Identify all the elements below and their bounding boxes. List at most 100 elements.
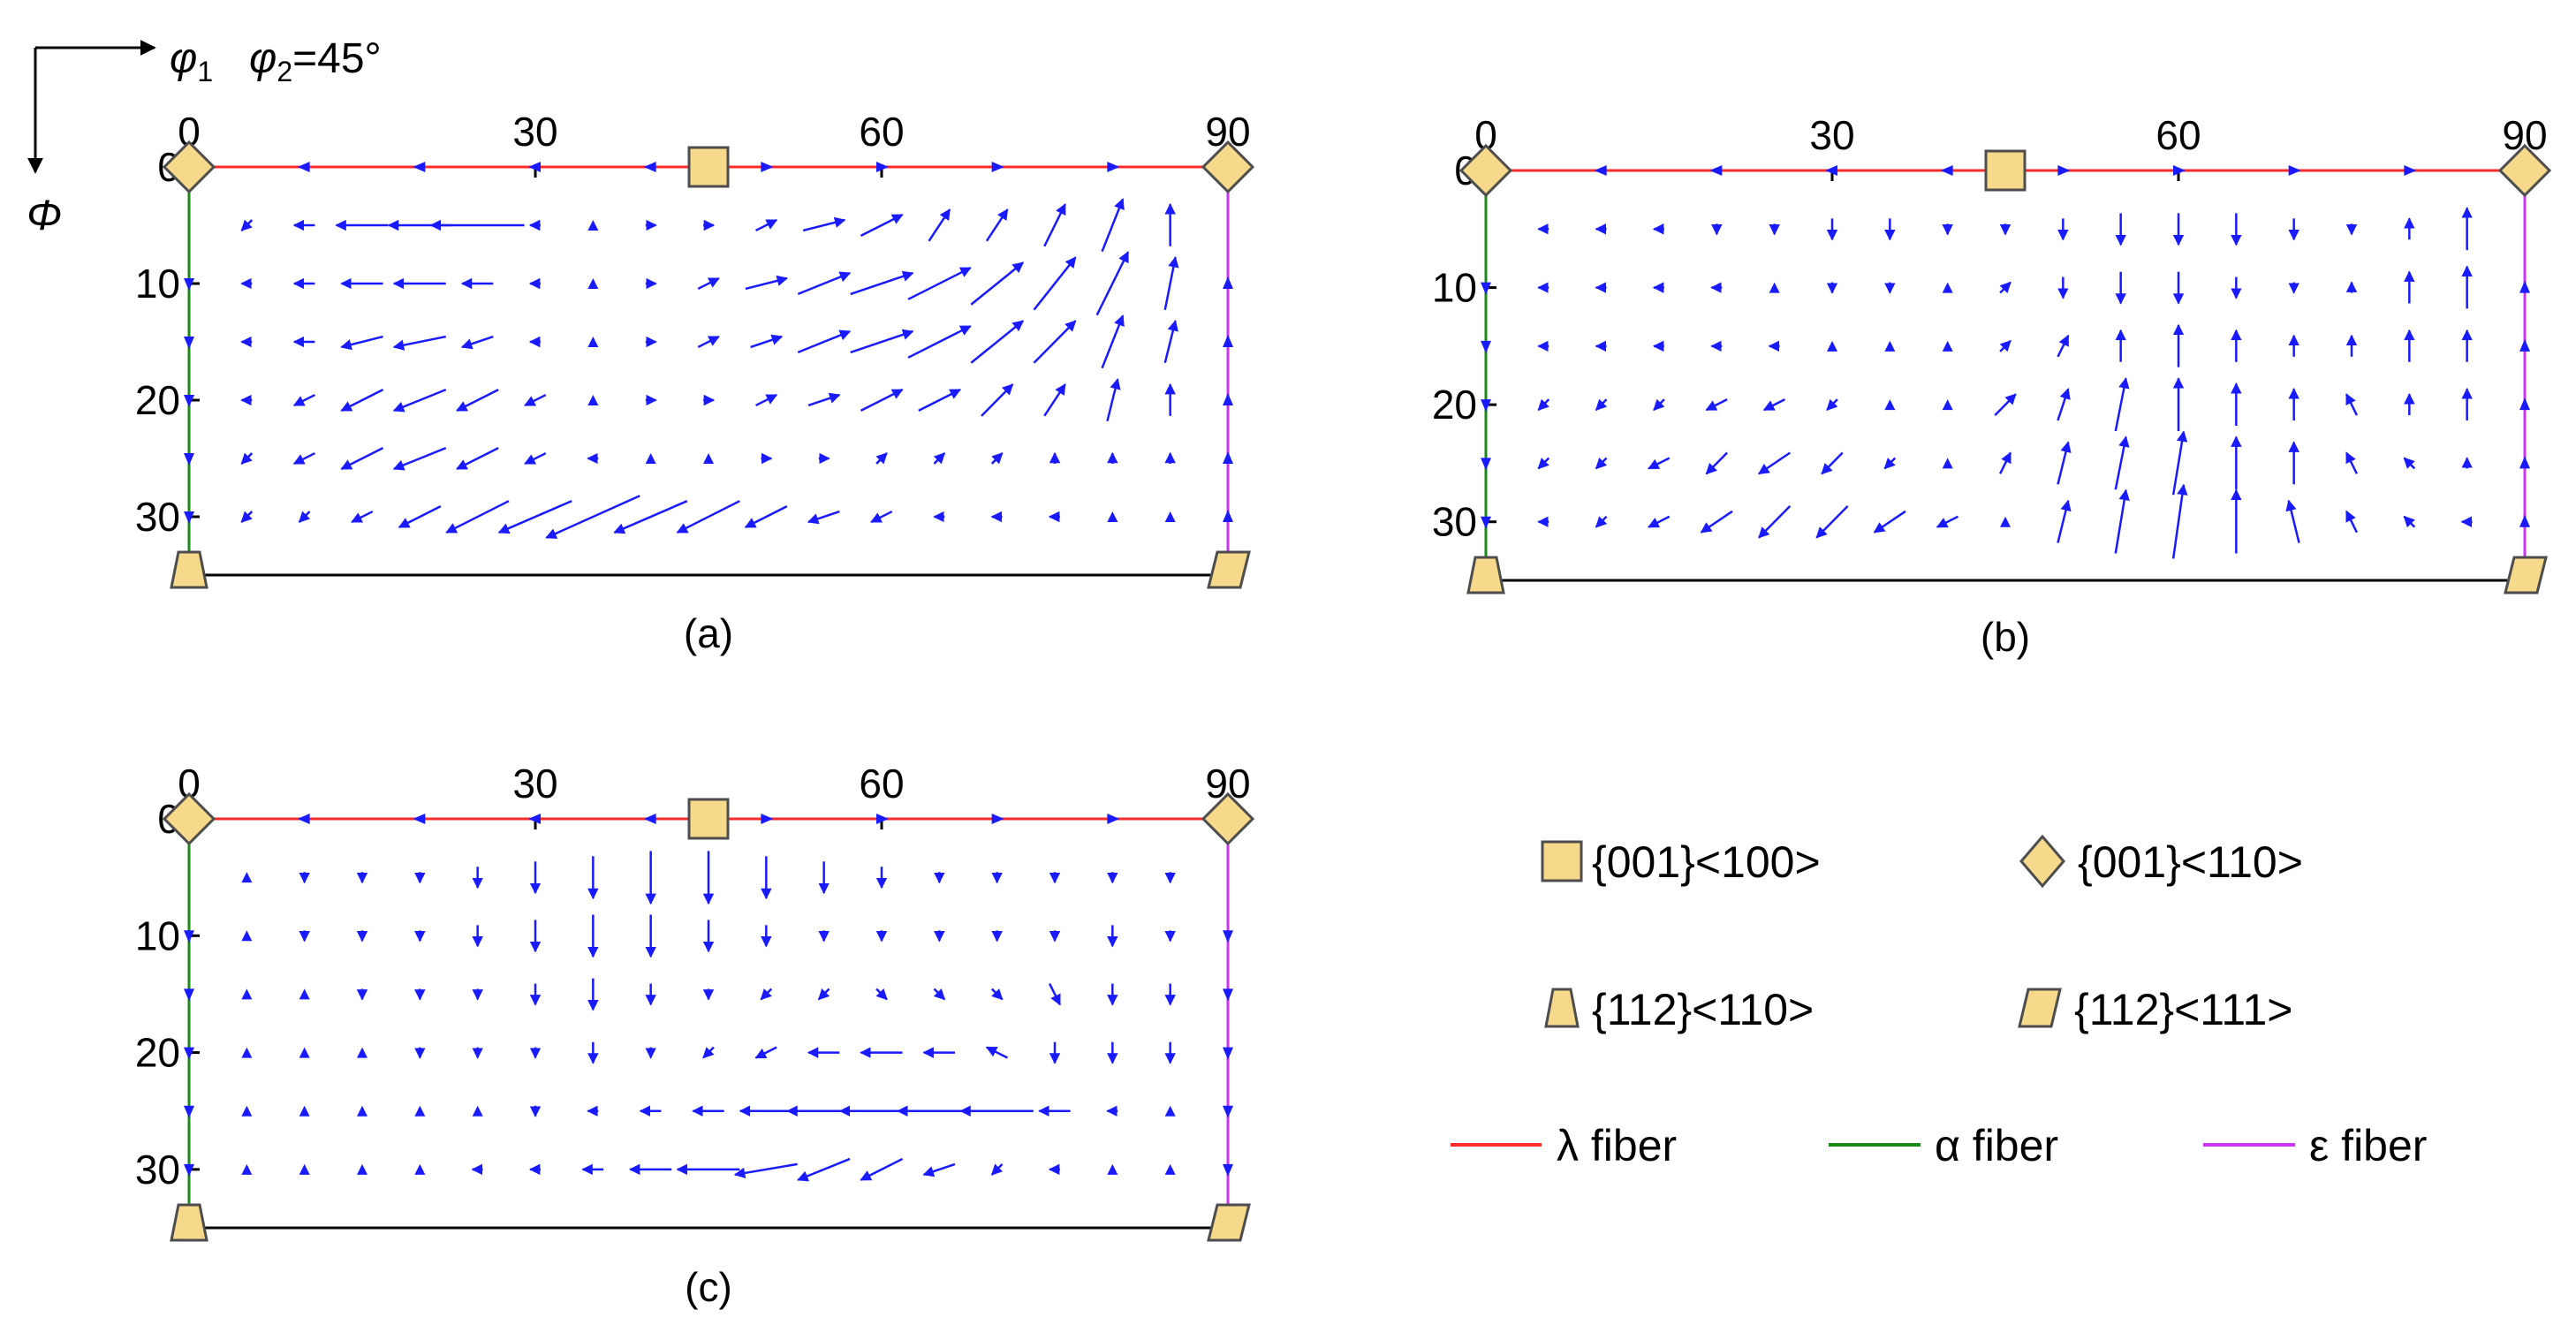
flow-vector-arrow (1043, 203, 1066, 247)
flow-vector-arrow (933, 452, 946, 465)
flow-vector-arrow (357, 1163, 367, 1175)
lambda-fiber-flow-arrow (528, 162, 541, 172)
alpha-fiber-flow-arrow (1481, 516, 1491, 529)
flow-vector-arrow (1758, 504, 1792, 539)
flow-vector-arrow (1994, 393, 2017, 416)
flow-vector-arrow (392, 446, 447, 471)
parallelogram-marker-icon (1207, 1203, 1251, 1242)
flow-vector-arrow (340, 389, 384, 412)
flow-vector-arrow (697, 276, 720, 291)
phi2-label: φ2=45° (249, 35, 382, 87)
flow-vector-arrow (292, 393, 315, 407)
flow-vector-arrow (970, 320, 1025, 364)
flow-vector-arrow (850, 270, 914, 296)
flow-vector-arrow (240, 511, 254, 523)
flow-vector-arrow (797, 271, 852, 296)
flow-vector-arrow (357, 1047, 367, 1058)
flow-vector-arrow (298, 511, 311, 523)
rotated-cube-marker-icon (2497, 143, 2552, 198)
flow-vector-arrow (1942, 458, 1953, 469)
panel-label: (a) (684, 610, 733, 656)
alpha-fiber-flow-arrow (184, 278, 194, 291)
flow-vector-arrow (2057, 388, 2071, 421)
lambda-fiber-flow-arrow (1107, 814, 1120, 824)
alpha-fiber-flow-arrow (184, 395, 194, 407)
flow-vector-arrow (1537, 457, 1550, 470)
y-tick-label: 30 (135, 494, 180, 540)
rotated-cube-marker-icon (162, 791, 216, 846)
flow-vector-arrow (2345, 393, 2359, 416)
trapezoid-marker-icon (170, 1203, 208, 1242)
parallelogram-marker-icon (2018, 988, 2062, 1028)
flow-vector-arrow (1942, 340, 1953, 352)
flow-vector-arrow (1826, 398, 1838, 411)
flow-vector-arrow (745, 275, 789, 291)
flow-vector-arrow (1700, 510, 1733, 534)
flow-vector-arrow (645, 453, 656, 464)
lambda-fiber-flow-arrow (643, 814, 656, 824)
legend-label-lambda-fiber: λ fiber (1557, 1121, 1677, 1170)
flow-vector-arrow (970, 261, 1025, 306)
epsilon-fiber-flow-arrow (1223, 335, 1233, 347)
flow-vector-arrow (1873, 510, 1906, 534)
panel-b: 03060900102030(b) (1432, 112, 2552, 660)
rotated-cube-marker-icon (1201, 791, 1255, 846)
x-tick-label: 60 (859, 761, 904, 806)
flow-vector-arrow (1595, 457, 1608, 470)
flow-vector-arrow (797, 1157, 851, 1182)
lambda-fiber-flow-arrow (413, 814, 426, 824)
y-tick-label: 30 (1432, 499, 1477, 545)
flow-vector-arrow (613, 500, 688, 534)
axis-orientation-guide: φ1 φ2=45° Φ (27, 35, 382, 239)
lambda-fiber-flow-arrow (1107, 162, 1120, 172)
flow-vector-arrow (1884, 399, 1896, 411)
epsilon-fiber-flow-arrow (1223, 930, 1233, 943)
flow-vector-arrow (2285, 499, 2300, 543)
lambda-fiber-flow-arrow (991, 814, 1004, 824)
flow-vector-arrow (1164, 511, 1176, 522)
flow-vector-arrow (1821, 451, 1844, 475)
epsilon-fiber-flow-arrow (1223, 1163, 1233, 1177)
cube-marker-icon (687, 798, 730, 840)
legend-item-alpha-fiber: α fiber (1829, 1121, 2058, 1170)
legend-label-copper: {112}<111> (2074, 985, 2293, 1034)
parallelogram-marker-icon (2504, 556, 2548, 594)
flow-vector-arrow (1595, 398, 1608, 411)
legend-item-epsilon-fiber: ε fiber (2203, 1121, 2427, 1170)
flow-vector-arrow (1107, 1163, 1118, 1175)
lambda-fiber-flow-arrow (1825, 165, 1837, 176)
x-tick-label: 30 (512, 761, 557, 806)
flow-vector-arrow (414, 1105, 426, 1117)
y-tick-label: 10 (135, 261, 180, 307)
legend: {001}<100> {001}<110> {112}<110> {112}<1… (1451, 834, 2427, 1170)
flow-vector-arrow (907, 325, 972, 359)
flow-vector-arrow (807, 510, 840, 525)
lambda-fiber-flow-arrow (1709, 165, 1723, 176)
flow-vector-arrow (1648, 457, 1671, 470)
flow-vector-arrow (860, 1157, 904, 1181)
lambda-fiber-flow-arrow (2173, 165, 2186, 176)
legend-item-rotated-cube: {001}<110> (2019, 834, 2303, 889)
flow-vector-arrow (524, 393, 547, 407)
alpha-fiber-flow-arrow (184, 453, 194, 466)
lambda-fiber-flow-arrow (297, 814, 310, 824)
flow-vector-arrow (981, 383, 1014, 417)
rotated-cube-marker-icon (162, 140, 216, 194)
lambda-fiber-flow-arrow (1594, 165, 1607, 176)
flow-vector-arrow (587, 220, 599, 231)
epsilon-fiber-flow-arrow (2519, 398, 2530, 411)
flow-vector-arrow (340, 447, 384, 470)
flow-vector-arrow (1762, 398, 1785, 412)
flow-vector-arrow (933, 988, 946, 1001)
flow-vector-arrow (807, 392, 841, 407)
lambda-fiber-flow-arrow (2057, 165, 2071, 176)
alpha-fiber-flow-arrow (184, 988, 194, 1002)
flow-vector-arrow (1815, 504, 1849, 539)
flow-vector-arrow (1883, 457, 1897, 470)
flow-vector-arrow (357, 1105, 367, 1117)
flow-vector-arrow (2114, 377, 2130, 432)
lambda-fiber-flow-arrow (761, 162, 774, 172)
epsilon-fiber-flow-arrow (2519, 338, 2530, 352)
flow-vector-arrow (2114, 488, 2130, 554)
flow-vector-arrow (456, 447, 499, 470)
